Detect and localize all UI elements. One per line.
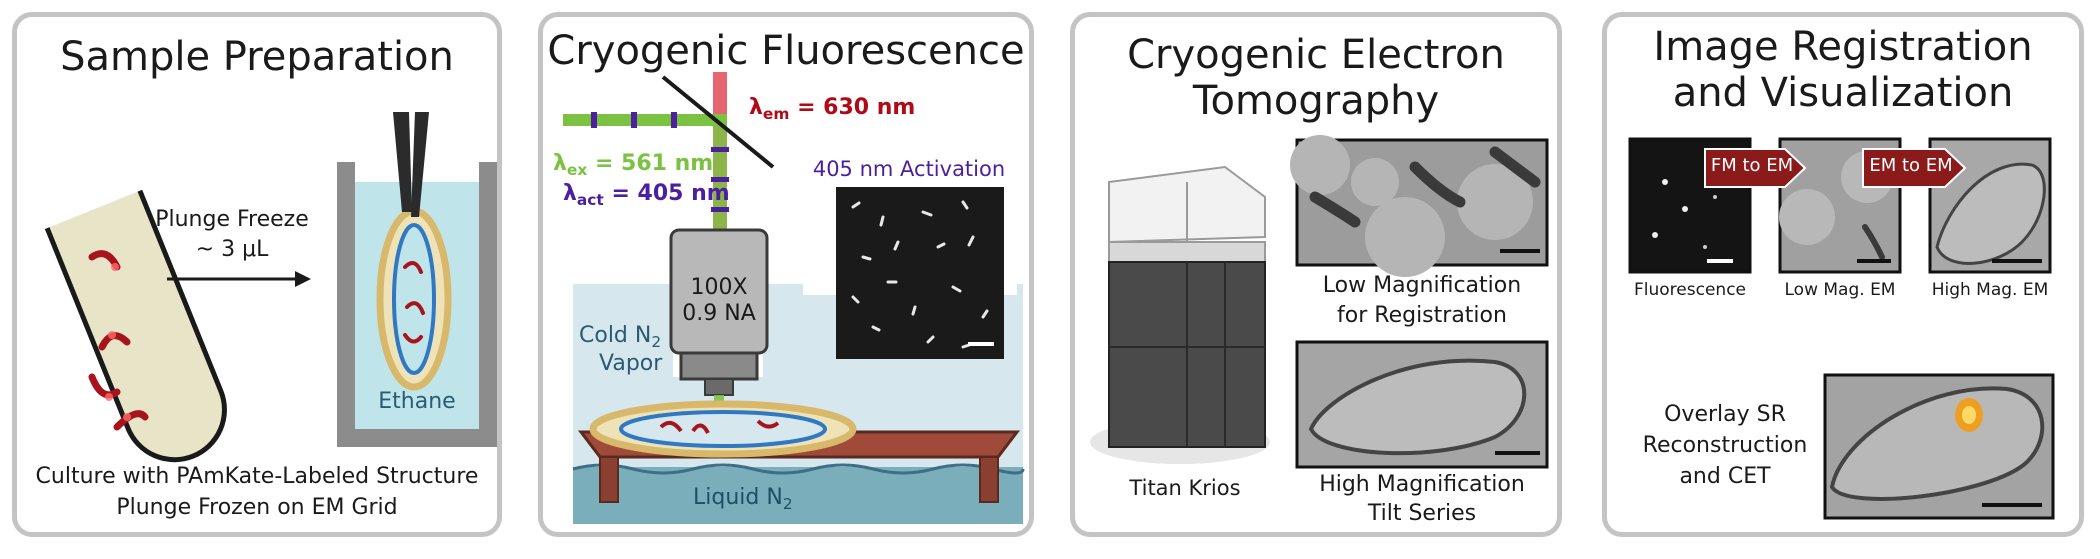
bacterium [88, 373, 121, 399]
tomography-illustration [1090, 135, 1549, 469]
high-mag-em-label: High Mag. EM [1931, 280, 2049, 300]
low-magnification-image [1290, 135, 1549, 277]
panel-sample-preparation: Sample Preparation [12, 12, 502, 537]
panel-title-line-1: Cryogenic Electron [1127, 32, 1505, 78]
cryo-stage [577, 400, 1021, 503]
em-grid-inner [392, 223, 436, 375]
plunge-volume-label: ~ 3 μL [195, 237, 269, 262]
activation-image [836, 187, 1004, 359]
overlay-label-line-1: Overlay SR [1664, 402, 1786, 427]
excitation-wavelength-label: λex = 561 nm [553, 151, 714, 180]
emission-wavelength-label: λem = 630 nm [749, 95, 916, 124]
titan-krios-microscope [1090, 165, 1270, 464]
panel-title: Sample Preparation [60, 34, 454, 80]
fluorescent-spots [851, 200, 989, 349]
bacteria-glow [105, 263, 131, 421]
caption-line-2: Plunge Frozen on EM Grid [116, 495, 398, 520]
excitation-beam-horizontal [563, 114, 727, 126]
high-magnification-image [1295, 340, 1549, 469]
panel-title-line-2: and Visualization [1672, 70, 2014, 116]
ethane-label: Ethane [378, 389, 456, 414]
tweezer-right [411, 112, 429, 217]
objective-magnification: 100X [690, 275, 748, 300]
tweezer-left [393, 112, 412, 212]
low-mag-label-line-1: Low Magnification [1322, 273, 1522, 298]
low-mag-em-label: Low Mag. EM [1784, 280, 1896, 300]
activation-wavelength-label: λact = 405 nm [563, 181, 730, 210]
low-mag-label-line-2: for Registration [1337, 303, 1507, 328]
objective-na: 0.9 NA [682, 301, 756, 326]
vapor-label: Vapor [599, 351, 663, 376]
panel-title-line-1: Image Registration [1653, 24, 2033, 70]
overlay-label-line-2: Reconstruction [1642, 433, 1808, 458]
registration-illustration [1628, 137, 2055, 520]
activation-image-label: 405 nm Activation [812, 157, 1006, 181]
fm-to-em-label: FM to EM [1710, 155, 1794, 176]
microscope-label: Titan Krios [1129, 476, 1241, 500]
sample-preparation-illustration [36, 112, 497, 463]
activation-scale-bar [968, 342, 994, 346]
bacterium [113, 410, 149, 431]
panel-cryogenic-fluorescence: Cryogenic Fluorescence [538, 12, 1034, 537]
dichroic-mirror [661, 75, 775, 169]
plunge-arrow-head [295, 271, 311, 287]
plunge-freeze-label: Plunge Freeze [155, 207, 309, 232]
overlay-label-line-3: and CET [1679, 464, 1771, 489]
objective-lens [669, 228, 769, 396]
panel-title-line-2: Tomography [1192, 78, 1440, 124]
caption-line-1: Culture with PAmKate-Labeled Structure [35, 464, 479, 489]
ethane-container [337, 112, 497, 447]
cold-n2-label: Cold N2 [579, 323, 662, 352]
panel-image-registration: Image Registration and Visualization [1602, 12, 2084, 537]
liquid-n2-surface [572, 463, 1025, 475]
fluorescence-label: Fluorescence [1634, 280, 1746, 300]
overlay-image [1823, 373, 2055, 520]
high-mag-label-line-2: Tilt Series [1367, 501, 1477, 526]
high-mag-label-line-1: High Magnification [1319, 472, 1525, 497]
panel-title: Cryogenic Fluorescence [547, 28, 1025, 74]
fm-to-em-arrow [1704, 148, 1807, 188]
em-to-em-label: EM to EM [1869, 155, 1953, 176]
em-to-em-arrow [1862, 148, 1967, 188]
panel-cryogenic-electron-tomography: Cryogenic Electron Tomography [1070, 12, 1562, 537]
activation-beam-dashes [591, 112, 729, 212]
fluorescence-illustration [563, 72, 1025, 524]
liquid-n2-bath [573, 467, 1023, 524]
liquid-n2-label: Liquid N2 [693, 485, 793, 514]
